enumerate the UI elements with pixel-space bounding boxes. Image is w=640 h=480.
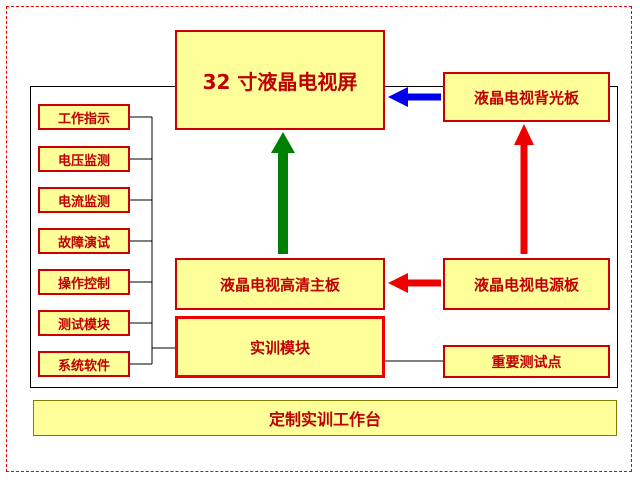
left-module-box-work-indicator: 工作指示 bbox=[38, 104, 130, 130]
left-module-box-current-monitor: 电流监测 bbox=[38, 187, 130, 213]
screen-box: 32 寸液晶电视屏 bbox=[175, 30, 385, 130]
screen-label: 32 寸液晶电视屏 bbox=[202, 69, 358, 94]
left-module-label: 工作指示 bbox=[57, 111, 110, 127]
backlight-label: 液晶电视背光板 bbox=[473, 88, 579, 107]
testpoints-label: 重要测试点 bbox=[491, 354, 562, 371]
mainboard-label: 液晶电视高清主板 bbox=[219, 275, 340, 294]
left-module-box-voltage-monitor: 电压监测 bbox=[38, 146, 130, 172]
backlight-board-box: 液晶电视背光板 bbox=[443, 72, 610, 122]
power-board-box: 液晶电视电源板 bbox=[443, 258, 610, 310]
training-label: 实训模块 bbox=[249, 338, 310, 357]
left-module-box-test-module: 测试模块 bbox=[38, 310, 130, 336]
workbench-label: 定制实训工作台 bbox=[268, 410, 381, 429]
left-module-label: 操作控制 bbox=[57, 276, 110, 292]
left-module-box-fault-demo: 故障演试 bbox=[38, 228, 130, 254]
left-bus-lines bbox=[130, 116, 443, 365]
green-arrow bbox=[271, 132, 295, 254]
blue-arrow bbox=[388, 87, 441, 107]
left-module-label: 电压监测 bbox=[57, 153, 110, 169]
left-module-label: 电流监测 bbox=[57, 194, 110, 210]
red-arrow-vertical bbox=[514, 124, 534, 254]
outer-dashed-frame bbox=[6, 6, 632, 472]
left-module-label: 测试模块 bbox=[57, 317, 110, 333]
red-arrow-horizontal bbox=[388, 273, 441, 293]
left-module-box-system-software: 系统软件 bbox=[38, 351, 130, 377]
left-module-box-operation-control: 操作控制 bbox=[38, 269, 130, 295]
workbench-box: 定制实训工作台 bbox=[33, 400, 617, 436]
power-label: 液晶电视电源板 bbox=[473, 275, 579, 294]
mainboard-box: 液晶电视高清主板 bbox=[175, 258, 385, 310]
left-module-label: 故障演试 bbox=[57, 235, 110, 251]
test-points-box: 重要测试点 bbox=[443, 345, 610, 378]
left-module-label: 系统软件 bbox=[57, 358, 110, 374]
training-module-box: 实训模块 bbox=[175, 316, 385, 378]
